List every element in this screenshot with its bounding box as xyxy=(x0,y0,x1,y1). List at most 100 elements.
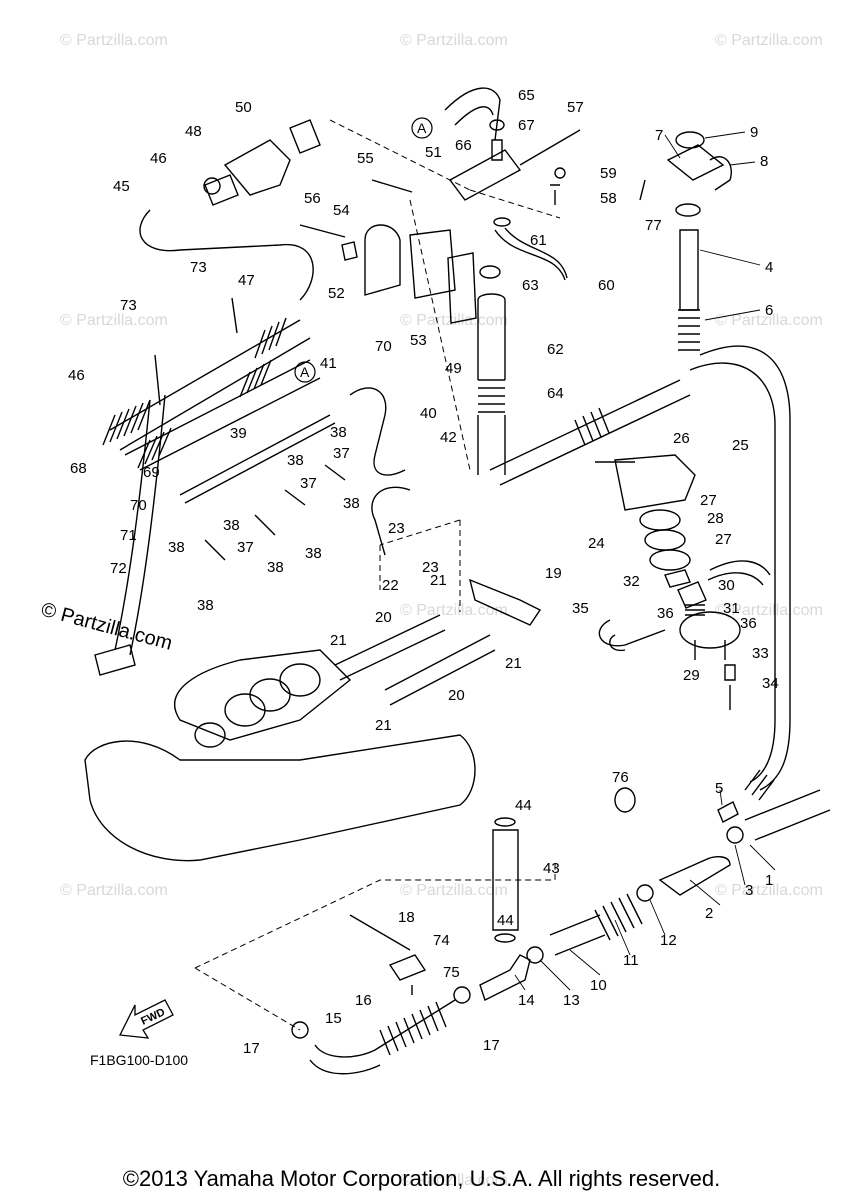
pipe-62 xyxy=(477,293,506,380)
part-54 xyxy=(341,241,358,261)
callout-54: 54 xyxy=(333,202,350,219)
callout-44: 44 xyxy=(497,912,514,929)
part-32 xyxy=(664,569,691,588)
watermark: © Partzilla.com xyxy=(715,312,823,329)
callout-51: 51 xyxy=(425,144,442,161)
clamp-46-top xyxy=(203,177,221,195)
part-5 xyxy=(717,801,739,823)
part-74 xyxy=(388,954,427,981)
callout-8: 8 xyxy=(760,153,768,170)
callout-77: 77 xyxy=(645,217,662,234)
callout-55: 55 xyxy=(357,150,374,167)
bellows-mid xyxy=(239,359,272,398)
hose-60 xyxy=(494,227,568,281)
callout-64: 64 xyxy=(547,385,564,402)
callout-27: 27 xyxy=(715,531,732,548)
callout-46: 46 xyxy=(68,367,85,384)
callout-35: 35 xyxy=(572,600,589,617)
rail-39 xyxy=(179,414,336,504)
pipe-43 xyxy=(492,829,519,931)
part-30 xyxy=(677,581,707,609)
ref-marker-circle xyxy=(294,361,316,383)
leader-lines xyxy=(514,131,776,991)
callout-56: 56 xyxy=(304,190,321,207)
callout-20: 20 xyxy=(375,609,392,626)
watermark: © Partzilla.com xyxy=(400,1172,508,1189)
hose-right-long xyxy=(689,345,791,791)
callout-3: 3 xyxy=(745,882,753,899)
clamp-13 xyxy=(526,946,544,964)
engine-cyl-3 xyxy=(279,663,321,697)
callout-47: 47 xyxy=(238,272,255,289)
clamp-17b xyxy=(453,986,471,1004)
hose-37b xyxy=(254,514,276,536)
dashed-group-outline xyxy=(194,119,561,1031)
part-49 xyxy=(447,252,477,324)
callout-38: 38 xyxy=(287,452,304,469)
callout-14: 14 xyxy=(518,992,535,1009)
ref-marker-circle xyxy=(411,117,433,139)
callout-6: 6 xyxy=(765,302,773,319)
pipe-4 xyxy=(679,229,699,311)
callout-32: 32 xyxy=(623,573,640,590)
callout-38: 38 xyxy=(267,559,284,576)
gasket-27a xyxy=(639,509,681,531)
callout-73: 73 xyxy=(190,259,207,276)
washer-gasket xyxy=(675,203,701,217)
callout-19: 19 xyxy=(545,565,562,582)
bellows-16 xyxy=(379,1001,447,1056)
copyright-text: ©2013 Yamaha Motor Corporation, U.S.A. A… xyxy=(122,1166,721,1191)
callout-48: 48 xyxy=(185,123,202,140)
callout-1: 1 xyxy=(765,872,773,889)
callout-60: 60 xyxy=(598,277,615,294)
part-51 xyxy=(448,149,522,201)
bellows-11 xyxy=(594,893,643,941)
callout-38: 38 xyxy=(168,539,185,556)
watermark: © Partzilla.com xyxy=(715,32,823,49)
hose-20b xyxy=(384,634,496,706)
callout-37: 37 xyxy=(237,539,254,556)
callout-7: 7 xyxy=(655,127,663,144)
hose-65 xyxy=(444,87,501,141)
clamp-3 xyxy=(726,826,744,844)
pipe-long-mid xyxy=(489,379,691,486)
callout-59: 59 xyxy=(600,165,617,182)
callout-21: 21 xyxy=(505,655,522,672)
callout-72: 72 xyxy=(110,560,127,577)
hose-35 xyxy=(598,619,666,652)
watermark: © Partzilla.com xyxy=(400,602,508,619)
part-2 xyxy=(658,856,731,896)
callout-17: 17 xyxy=(483,1037,500,1054)
fwd-arrow: FWD xyxy=(118,999,174,1039)
cap-8 xyxy=(709,156,732,191)
cap-9 xyxy=(675,131,705,149)
diagram-code: F1BG100-D100 xyxy=(90,1052,188,1068)
callout-76: 76 xyxy=(612,769,629,786)
hose-15 xyxy=(309,999,456,1075)
callout-41: 41 xyxy=(320,355,337,372)
callout-20: 20 xyxy=(448,687,465,704)
callout-25: 25 xyxy=(732,437,749,454)
bellows-6 xyxy=(678,309,700,351)
brand-watermark: © Partzilla.com xyxy=(39,599,175,655)
bellows-47 xyxy=(254,317,287,359)
bellows-right-end xyxy=(744,769,775,801)
callout-27: 27 xyxy=(700,492,717,509)
watermark: © Partzilla.com xyxy=(400,882,508,899)
hose-end-left xyxy=(94,644,136,676)
gasket-28 xyxy=(644,529,686,551)
callout-40: 40 xyxy=(420,405,437,422)
callout-74: 74 xyxy=(433,932,450,949)
callout-37: 37 xyxy=(333,445,350,462)
hose-30-to-36 xyxy=(707,560,771,586)
ref-marker: A xyxy=(300,364,310,380)
pin-77 xyxy=(639,179,646,201)
callout-18: 18 xyxy=(398,909,415,926)
callout-10: 10 xyxy=(590,977,607,994)
callout-33: 33 xyxy=(752,645,769,662)
callout-73: 73 xyxy=(120,297,137,314)
hose-20a xyxy=(334,614,446,681)
callout-23: 23 xyxy=(422,559,439,576)
part-33 xyxy=(724,664,736,681)
